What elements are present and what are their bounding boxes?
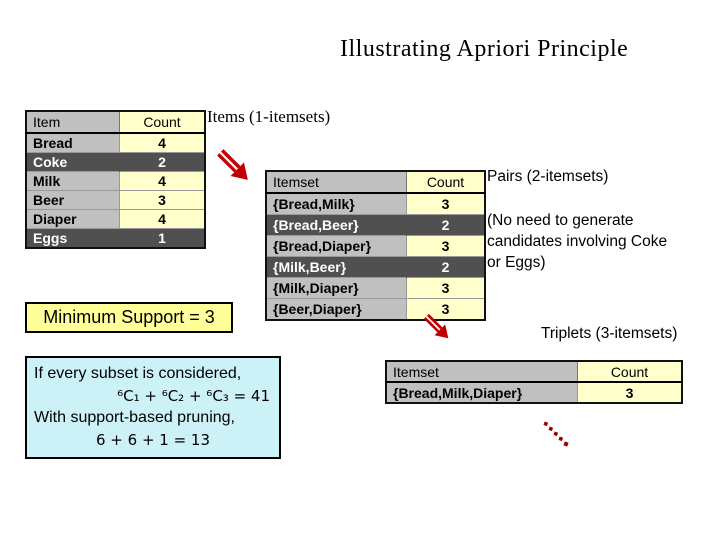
itemset-cell: Milk [26, 171, 120, 191]
count-cell: 2 [119, 152, 205, 172]
column-header: Count [406, 171, 485, 194]
note-no-candidates: (No need to generate candidates involvin… [487, 212, 668, 271]
itemset-cell: Bread [26, 132, 120, 153]
itemset-cell: {Bread,Milk} [266, 192, 407, 215]
column-header: Item [26, 111, 120, 134]
table-row: {Milk,Diaper}3 [266, 277, 485, 299]
count-cell: 3 [406, 235, 485, 257]
count-cell: 3 [577, 381, 682, 403]
count-cell: 1 [119, 228, 205, 248]
itemset-cell: Eggs [26, 228, 120, 248]
count-cell: 4 [119, 132, 205, 153]
itemset-cell: {Milk,Beer} [266, 256, 407, 278]
itemset-cell: {Bread,Beer} [266, 214, 407, 236]
summary-box: If every subset is considered, ⁶C₁ + ⁶C₂… [25, 356, 281, 459]
min-support-box: Minimum Support = 3 [25, 302, 233, 333]
column-header: Itemset [266, 171, 407, 194]
page-title: Illustrating Apriori Principle [340, 36, 629, 62]
count-cell: 2 [406, 214, 485, 236]
table-row: {Bread,Beer}2 [266, 214, 485, 236]
label-pairs-2-itemsets: Pairs (2-itemsets) [487, 168, 609, 185]
itemset-cell: Diaper [26, 209, 120, 229]
itemset-cell: {Bread,Milk,Diaper} [386, 381, 578, 403]
count-cell: 3 [406, 277, 485, 299]
itemset-cell: {Bread,Diaper} [266, 235, 407, 257]
column-header: Itemset [386, 361, 578, 383]
count-cell: 4 [119, 171, 205, 191]
table-row: {Bread,Milk,Diaper}3 [386, 381, 682, 403]
table-row: {Beer,Diaper}3 [266, 298, 485, 320]
count-cell: 2 [406, 256, 485, 278]
count-cell: 3 [406, 298, 485, 320]
count-cell: 3 [406, 192, 485, 215]
table-row: {Milk,Beer}2 [266, 256, 485, 278]
dotted-arrow-icon [543, 421, 569, 447]
label-triplets-3-itemsets: Triplets (3-itemsets) [541, 325, 678, 342]
summary-formula: ⁶C₁ + ⁶C₂ + ⁶C₃ = 41 [117, 387, 270, 405]
label-items-1-itemsets: Items (1-itemsets) [207, 107, 331, 126]
count-cell: 4 [119, 209, 205, 229]
column-header: Count [577, 361, 682, 383]
table-row: {Bread,Milk}3 [266, 192, 485, 215]
summary-line: With support-based pruning, [34, 409, 235, 426]
count-cell: 3 [119, 190, 205, 210]
table-row: {Bread,Diaper}3 [266, 235, 485, 257]
down-right-arrow-icon [217, 149, 248, 180]
itemset-cell: Coke [26, 152, 120, 172]
summary-line: If every subset is considered, [34, 365, 242, 382]
summary-formula: 6 + 6 + 1 = 13 [95, 431, 211, 449]
itemset-cell: Beer [26, 190, 120, 210]
itemset-cell: {Milk,Diaper} [266, 277, 407, 299]
down-right-arrow-icon [423, 313, 449, 339]
column-header: Count [119, 111, 205, 134]
itemset-cell: {Beer,Diaper} [266, 298, 407, 320]
